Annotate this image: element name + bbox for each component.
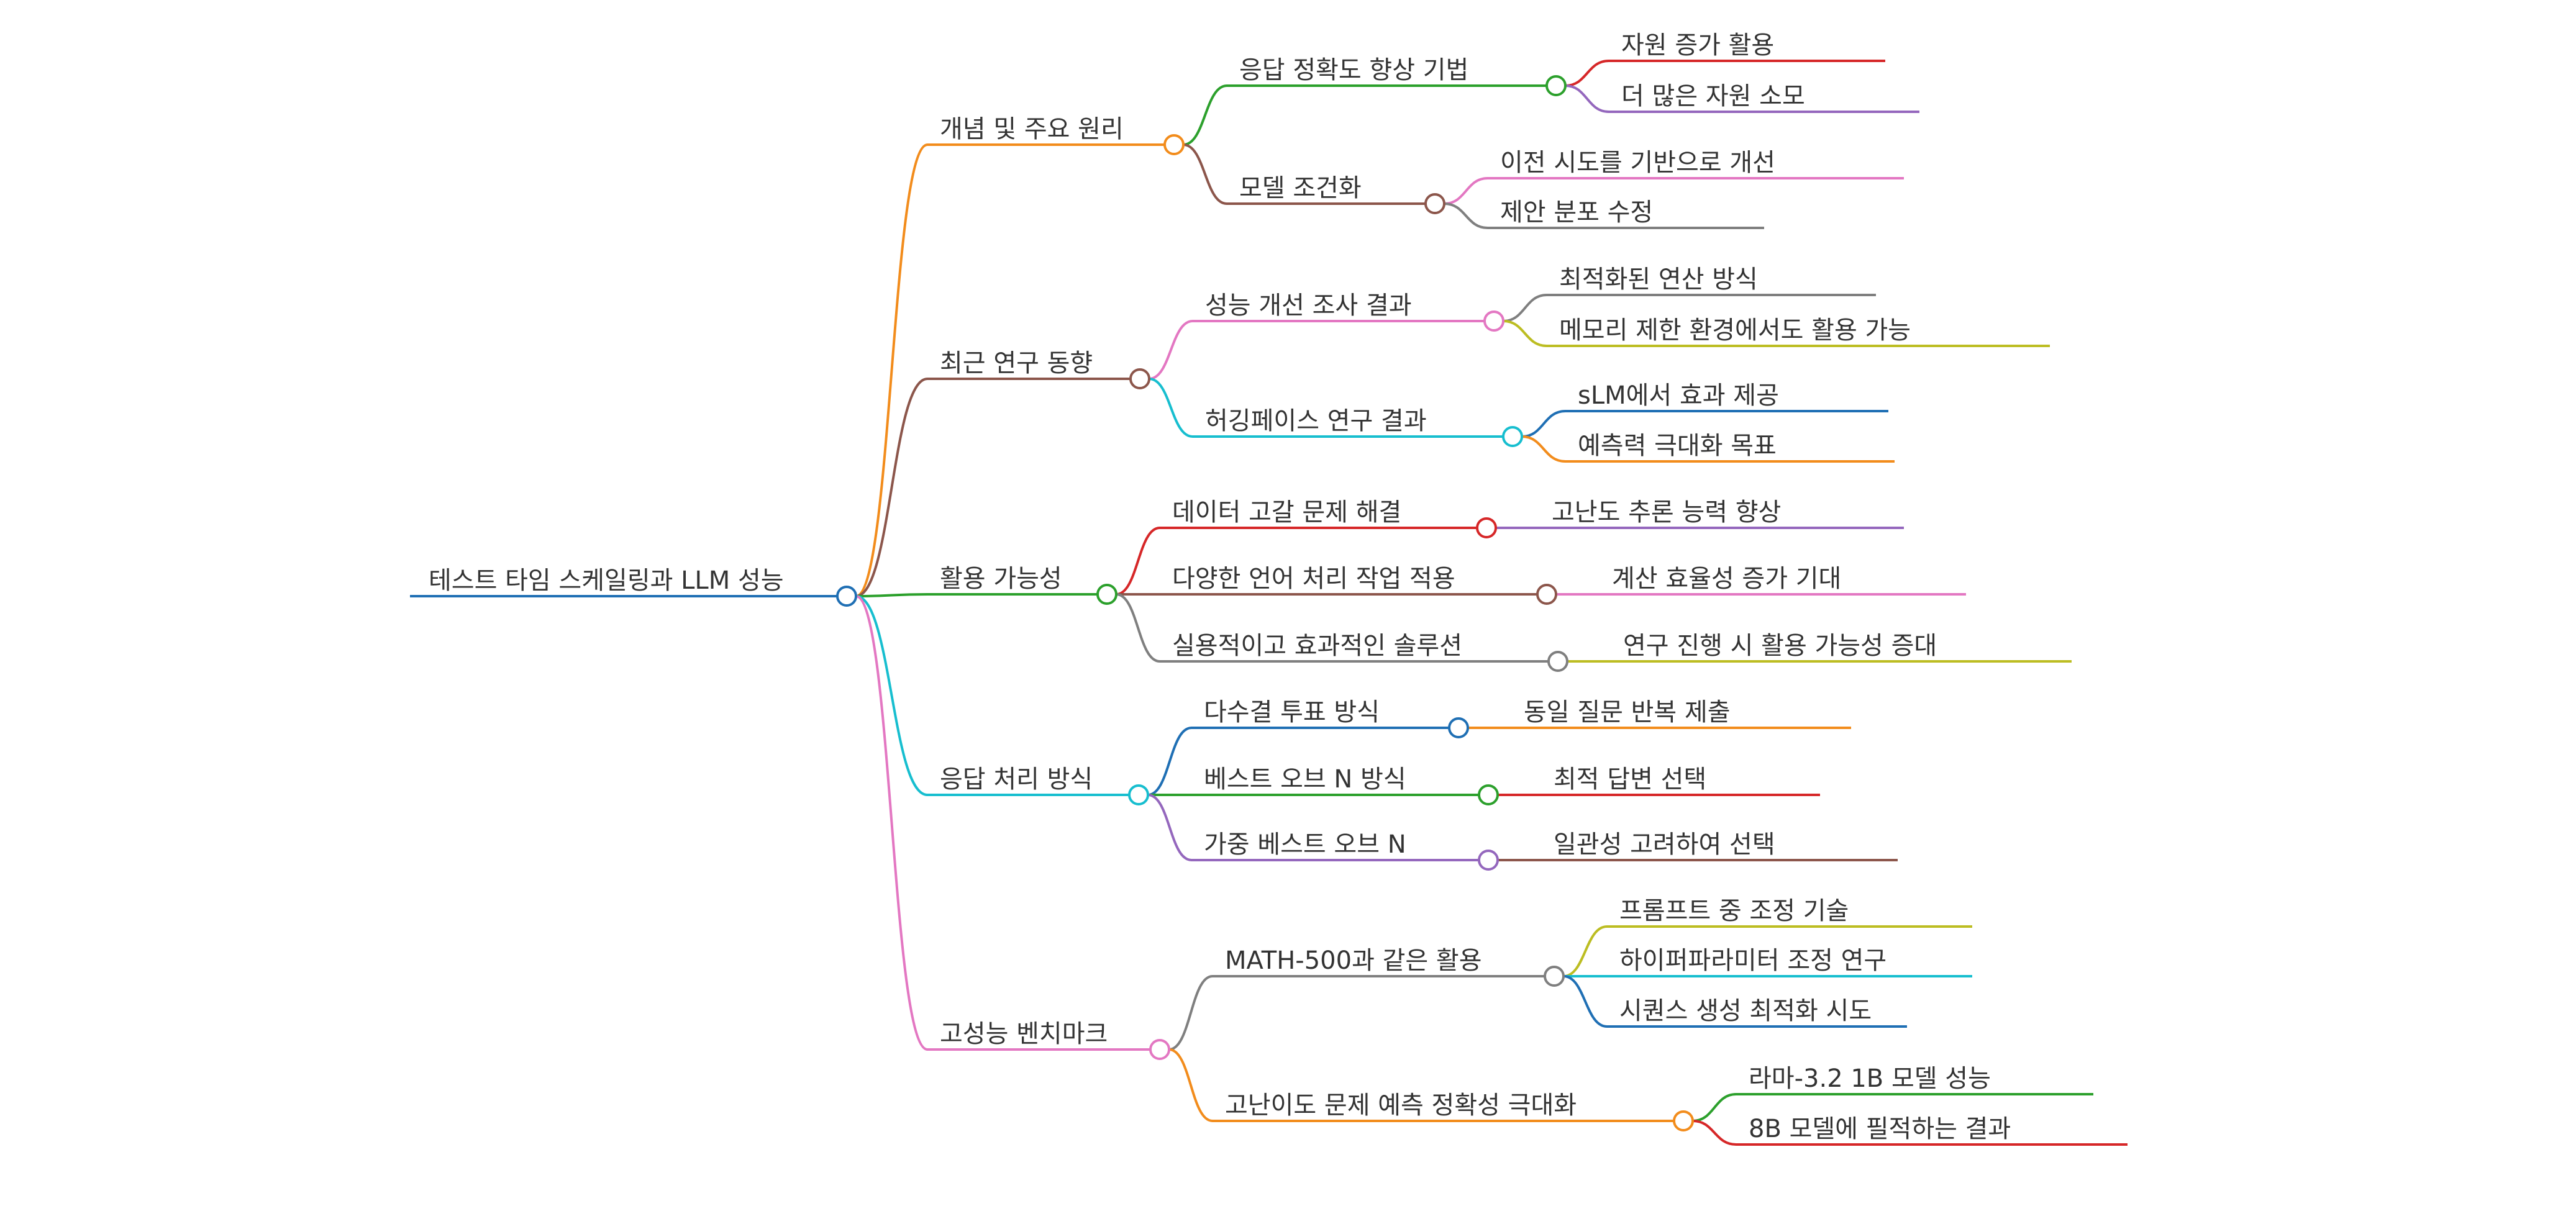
leaf-label: 8B 모델에 필적하는 결과: [1749, 1115, 2011, 1143]
sub-branch-edge: [1183, 143, 1227, 205]
sub-branch-label: 가중 베스트 오브 N: [1204, 830, 1406, 859]
sub-branch-label: 다양한 언어 처리 작업 적용: [1172, 564, 1455, 593]
branch-edge: [855, 595, 928, 1051]
sub-branch-label: 허깅페이스 연구 결과: [1205, 407, 1427, 435]
sub-branch-label: 다수결 투표 방식: [1204, 698, 1380, 727]
sub-branch-label: MATH-500과 같은 활용: [1225, 946, 1482, 975]
branch-node[interactable]: [1096, 584, 1117, 605]
branch-label: 응답 처리 방식: [940, 765, 1093, 794]
sub-branch-node[interactable]: [1502, 426, 1523, 447]
sub-branch-node[interactable]: [1478, 784, 1499, 805]
leaf-label: 자원 증가 활용: [1621, 31, 1774, 60]
leaf-label: 제안 분포 수정: [1500, 198, 1653, 227]
leaf-label: 연구 진행 시 활용 가능성 증대: [1623, 632, 1937, 660]
branch-edge: [855, 143, 928, 597]
root-node[interactable]: [836, 586, 857, 607]
leaf-edge: [1503, 320, 1547, 347]
sub-branch-label: 실용적이고 효과적인 솔루션: [1172, 632, 1462, 660]
branch-edge: [855, 378, 928, 597]
sub-branch-node[interactable]: [1544, 966, 1565, 987]
branch-edge: [855, 595, 928, 796]
sub-branch-edge: [1147, 794, 1192, 861]
leaf-edge: [1444, 177, 1488, 205]
leaf-label: 메모리 제한 환경에서도 활용 가능: [1559, 316, 1911, 345]
sub-branch-edge: [1183, 84, 1227, 146]
sub-branch-edge: [1116, 527, 1160, 596]
leaf-label: 고난도 추론 능력 향상: [1552, 498, 1781, 527]
sub-branch-node[interactable]: [1476, 517, 1497, 538]
sub-branch-edge: [1147, 727, 1192, 796]
sub-branch-edge: [1168, 975, 1213, 1051]
sub-branch-node[interactable]: [1536, 584, 1557, 605]
leaf-label: 하이퍼파라미터 조정 연구: [1619, 946, 1886, 975]
leaf-edge: [1692, 1093, 1737, 1122]
sub-branch-label: 고난이도 문제 예측 정확성 극대화: [1225, 1091, 1577, 1120]
branch-label: 고성능 벤치마크: [940, 1020, 1108, 1048]
sub-branch-label: 모델 조건화: [1239, 174, 1362, 202]
leaf-label: 계산 효율성 증가 기대: [1612, 564, 1841, 593]
sub-branch-edge: [1149, 320, 1193, 380]
sub-branch-label: 데이터 고갈 문제 해결: [1172, 498, 1401, 527]
mindmap-nodes: 테스트 타임 스케일링과 LLM 성능 개념 및 주요 원리 응답 정확도 향상 기…: [429, 31, 2011, 1143]
branch-node[interactable]: [1149, 1039, 1170, 1060]
leaf-label: 예측력 극대화 목표: [1578, 432, 1777, 460]
sub-branch-node[interactable]: [1547, 651, 1568, 672]
mindmap-edges: [410, 60, 2128, 1146]
sub-branch-node[interactable]: [1483, 311, 1504, 332]
sub-branch-edge: [1149, 378, 1193, 438]
sub-branch-node[interactable]: [1478, 850, 1499, 871]
leaf-label: 동일 질문 반복 제출: [1524, 698, 1731, 727]
sub-branch-node[interactable]: [1424, 193, 1445, 214]
leaf-label: sLM에서 효과 제공: [1578, 381, 1779, 410]
leaf-label: 더 많은 자원 소모: [1621, 82, 1805, 111]
leaf-edge: [1521, 435, 1566, 463]
leaf-edge: [1565, 60, 1609, 87]
branch-label: 개념 및 주요 원리: [940, 115, 1124, 143]
branch-label: 활용 가능성: [940, 564, 1062, 593]
leaf-edge: [1563, 925, 1608, 977]
sub-branch-edge: [1168, 1048, 1213, 1122]
leaf-label: 이전 시도를 기반으로 개선: [1500, 148, 1775, 177]
leaf-label: 최적 답변 선택: [1554, 765, 1706, 794]
leaf-label: 최적화된 연산 방식: [1559, 265, 1758, 294]
branch-edge: [855, 593, 928, 597]
branch-node[interactable]: [1163, 134, 1185, 155]
sub-branch-edge: [1116, 593, 1160, 663]
leaf-edge: [1503, 294, 1547, 322]
sub-branch-node[interactable]: [1545, 75, 1567, 96]
sub-branch-label: 응답 정확도 향상 기법: [1239, 56, 1468, 84]
branch-node[interactable]: [1129, 368, 1150, 389]
leaf-label: 프롬프트 중 조정 기술: [1619, 897, 1849, 925]
leaf-edge: [1692, 1120, 1737, 1146]
leaf-label: 시퀀스 생성 최적화 시도: [1619, 997, 1872, 1025]
sub-branch-node[interactable]: [1448, 717, 1469, 738]
branch-node[interactable]: [1128, 784, 1149, 805]
sub-branch-node[interactable]: [1673, 1110, 1694, 1131]
leaf-edge: [1521, 410, 1566, 438]
sub-branch-label: 성능 개선 조사 결과: [1205, 291, 1412, 320]
leaf-edge: [1563, 975, 1608, 1028]
root-label: 테스트 타임 스케일링과 LLM 성능: [429, 566, 784, 595]
branch-label: 최근 연구 동향: [940, 349, 1093, 378]
leaf-label: 일관성 고려하여 선택: [1554, 830, 1775, 859]
leaf-edge: [1444, 202, 1488, 229]
sub-branch-label: 베스트 오브 N 방식: [1204, 765, 1406, 794]
leaf-label: 라마-3.2 1B 모델 성능: [1749, 1064, 1991, 1093]
leaf-edge: [1565, 84, 1609, 113]
